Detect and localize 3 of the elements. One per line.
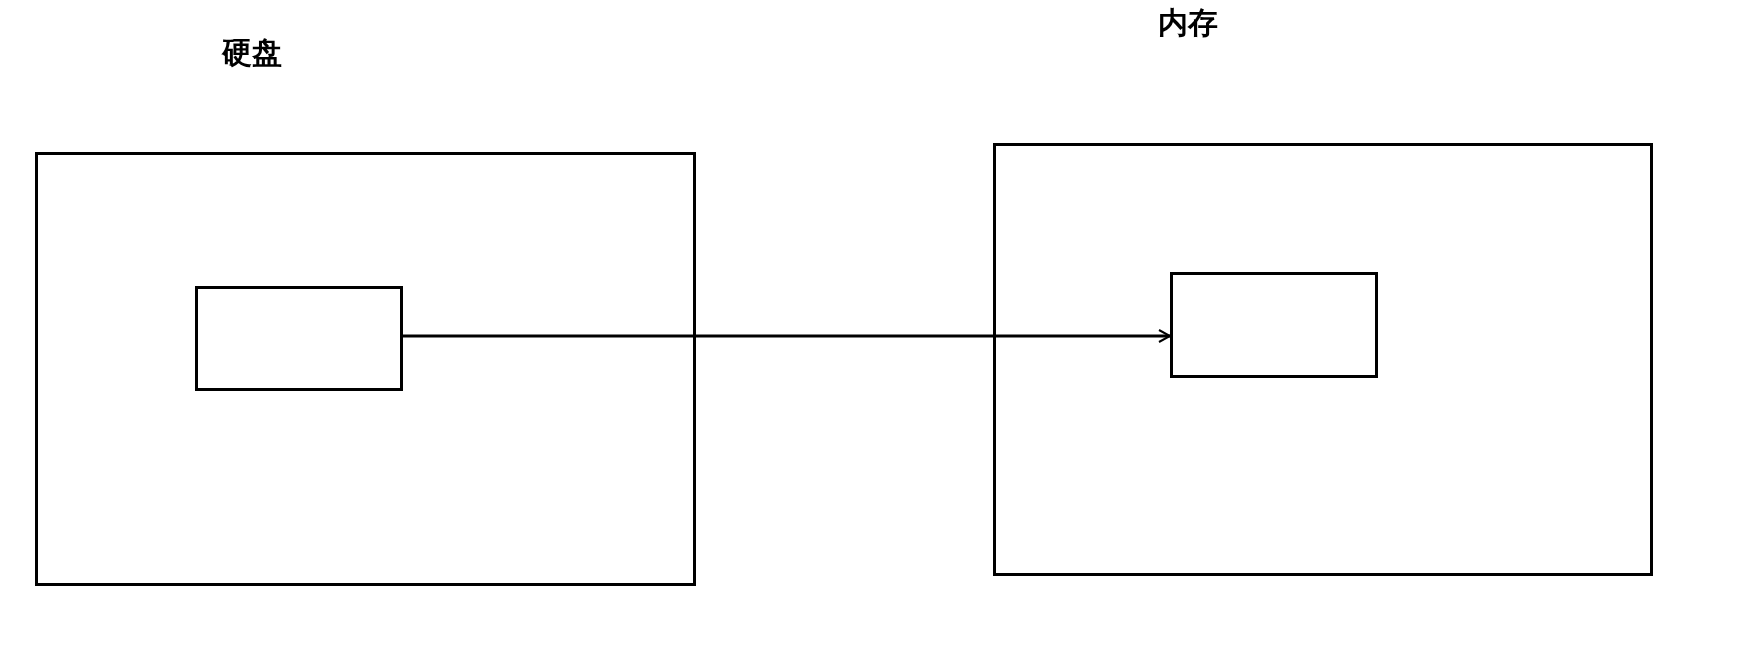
arrow	[403, 329, 1171, 343]
box-heading: 硬盘	[222, 38, 282, 68]
box-heading: 内存	[1158, 8, 1218, 38]
